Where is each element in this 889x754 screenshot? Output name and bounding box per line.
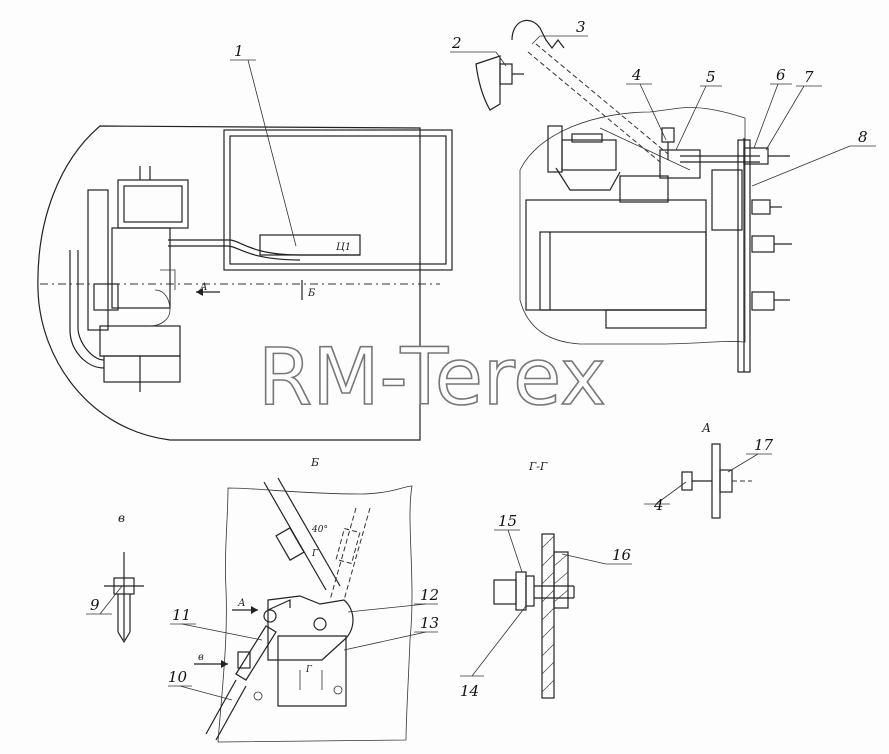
callout-12: 12 [420, 586, 439, 604]
callout-4: 4 [631, 66, 642, 84]
top-right-assembly [475, 19, 792, 373]
main-left-view [37, 125, 453, 441]
section-gg-title: Г-Г [528, 460, 548, 473]
leader-lines [86, 35, 876, 701]
view-b [194, 477, 413, 743]
angle-label: 40° [311, 525, 328, 535]
arrow-a-view-label: А [237, 598, 246, 609]
callout-9: 9 [90, 596, 100, 614]
view-v [104, 552, 144, 644]
callout-16: 16 [612, 546, 632, 564]
callout-8: 8 [858, 128, 868, 146]
inline-labels: А Б Ц1 40° Г Г А в [198, 242, 351, 675]
view-labels: Б Г-Г А в [118, 421, 711, 525]
section-g-top: Г [311, 549, 319, 559]
section-gg [493, 533, 575, 699]
callout-17: 17 [754, 436, 774, 454]
callout-7: 7 [804, 68, 814, 86]
section-g-bottom: Г [305, 665, 313, 675]
callout-4-view-a: 4 [653, 496, 664, 514]
callout-13: 13 [420, 614, 439, 632]
callout-10: 10 [168, 668, 188, 686]
callout-15: 15 [498, 512, 517, 530]
callout-6: 6 [776, 66, 786, 84]
callout-14: 14 [460, 682, 479, 700]
arrow-a-main-label: А [199, 282, 208, 293]
arrow-a-main-head [196, 288, 203, 296]
view-a [681, 443, 752, 519]
view-v-title: в [118, 511, 125, 525]
callout-5: 5 [706, 68, 716, 86]
callout-1: 1 [234, 42, 244, 60]
arrow-b-main-label: Б [307, 288, 316, 299]
box-mark-label: Ц1 [336, 242, 351, 253]
callout-3: 3 [576, 18, 586, 36]
view-a-title: А [701, 421, 711, 435]
view-b-title: Б [310, 456, 319, 469]
arrow-v-view-label: в [198, 652, 204, 663]
callout-11: 11 [172, 606, 191, 624]
callout-2: 2 [451, 34, 462, 52]
watermark: RM-Terex [258, 333, 606, 423]
callout-numbers: 1 2 3 4 5 6 7 8 9 10 11 12 13 14 15 16 1… [90, 18, 868, 700]
